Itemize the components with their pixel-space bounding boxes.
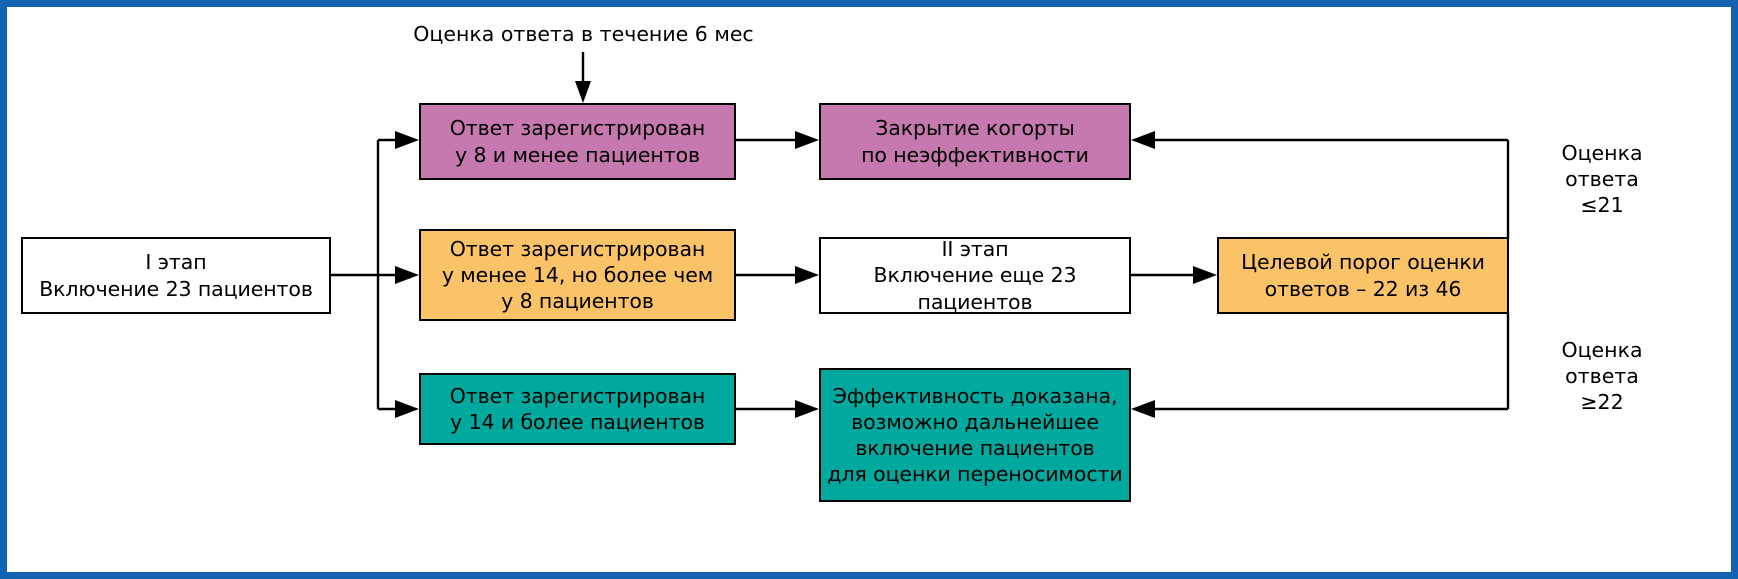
node-response-between-9-and-13[interactable]: Ответ зарегистрирован у менее 14, но бол…: [419, 229, 736, 321]
node-cohort-closed-label: Закрытие когорты по неэффективности: [861, 116, 1089, 167]
connector-resp-mid-to-stage2: [736, 266, 819, 284]
connector-trunk-to-resp-mid: [378, 266, 419, 284]
connector-stage2-to-target: [1131, 266, 1217, 284]
node-response-8-or-fewer-label: Ответ зарегистрирован у 8 и менее пациен…: [449, 116, 706, 167]
connector-trunk-to-resp-high: [378, 400, 419, 418]
connector-target-to-cohort-closed: [1131, 131, 1510, 239]
node-response-between-9-and-13-label: Ответ зарегистрирован у менее 14, но бол…: [441, 236, 714, 314]
node-efficacy-proven-label: Эффективность доказана, возможно дальней…: [827, 383, 1123, 487]
node-target-threshold[interactable]: Целевой порог оценки ответов – 22 из 46: [1217, 237, 1509, 314]
flowchart-canvas: Оценка ответа в течение 6 мес Оценка отв…: [7, 7, 1731, 572]
node-response-8-or-fewer[interactable]: Ответ зарегистрирован у 8 и менее пациен…: [419, 103, 736, 180]
node-stage-2[interactable]: II этап Включение еще 23 пациентов: [819, 237, 1131, 314]
caption-top-note: Оценка ответа в течение 6 мес: [413, 22, 754, 46]
node-stage-1[interactable]: I этап Включение 23 пациентов: [21, 237, 331, 314]
node-stage-2-label: II этап Включение еще 23 пациентов: [873, 237, 1077, 314]
connector-trunk-to-resp-low: [378, 131, 419, 149]
connector-resp-high-to-efficacy: [736, 400, 819, 418]
node-target-threshold-label: Целевой порог оценки ответов – 22 из 46: [1241, 250, 1485, 301]
connector-target-to-efficacy: [1131, 312, 1510, 418]
caption-score-le-21: Оценка ответа ≤21: [1561, 141, 1643, 218]
node-response-14-or-more[interactable]: Ответ зарегистрирован у 14 и более пацие…: [419, 373, 736, 445]
connector-top-note-to-resp-low: [575, 52, 591, 103]
node-efficacy-proven[interactable]: Эффективность доказана, возможно дальней…: [819, 368, 1131, 502]
node-cohort-closed[interactable]: Закрытие когорты по неэффективности: [819, 103, 1131, 180]
connector-layer: [330, 52, 1510, 418]
node-response-14-or-more-label: Ответ зарегистрирован у 14 и более пацие…: [449, 383, 706, 434]
caption-score-ge-22: Оценка ответа ≥22: [1561, 338, 1643, 415]
connector-resp-low-to-cohort-closed: [736, 131, 819, 149]
connector-stage1-trunk: [330, 140, 380, 409]
node-stage-1-label: I этап Включение 23 пациентов: [39, 250, 313, 301]
